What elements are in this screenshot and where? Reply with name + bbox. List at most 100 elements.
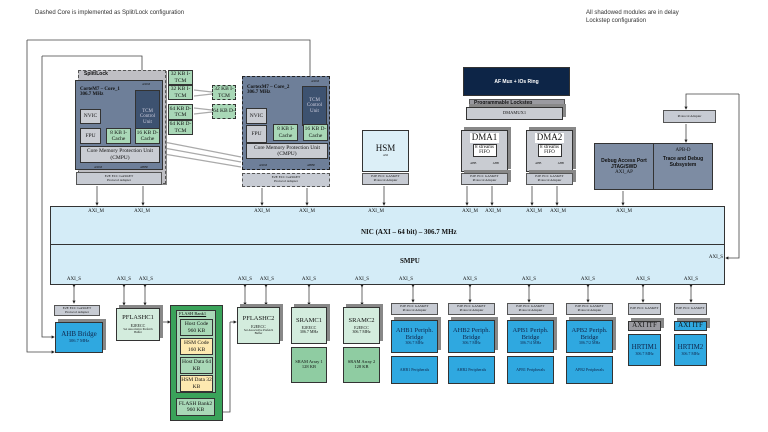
axi-m-port-label: AXI_M [254, 209, 270, 214]
core1-dcache: 16 KB D-Cache [135, 128, 160, 144]
axi-m-port-label: AXI_M [299, 209, 315, 214]
axi-m-port-label: AXI_M [88, 209, 104, 214]
dma2-title: DMA2 [534, 132, 565, 143]
core2-axim: AXIM [259, 163, 267, 167]
axi-m-port-label: AXI_M [462, 209, 478, 214]
smpu-label: SMPU [400, 257, 420, 265]
flash-host-code: Host Code 960 KB [180, 319, 213, 336]
sram-array-1: SRAM Array 1 128 KB [291, 347, 327, 383]
dmamux1: DMAMUX1 [466, 107, 563, 120]
flash-hsm-code: HSM Code 160 KB [180, 338, 213, 355]
dtcm-2: 64 KB D-TCM [168, 120, 193, 135]
note-lockstep: All shadowed modules are in delay Lockst… [586, 10, 679, 24]
core1-icache: 8 KB I-Cache [106, 128, 131, 144]
flash-hsm-data: HSM Data 32 KB [180, 375, 213, 392]
axi-s-port-label: AXI_S [635, 277, 651, 282]
axi-s-port-label: AXI_S [683, 277, 699, 282]
af-mux-ios-ring: AF Mux + IOs Ring [463, 67, 570, 96]
axi-m-port-label: AXI_M [368, 209, 384, 214]
core2-tcm-unit: TCM Control Unit [302, 86, 327, 126]
dma1-fifo: 8 streams FIFO [472, 143, 497, 157]
axi-itf: AXI ITF [674, 321, 707, 331]
itcm-2: 32 KB I-TCM [168, 85, 193, 100]
dma1-title: DMA1 [469, 132, 500, 143]
core2-nvic: NVIC [246, 108, 267, 124]
peripherals-box: APB1 Peripherals [507, 356, 554, 384]
axi-m-port-label: AXI_M [134, 209, 150, 214]
axi-s-port-label: AXI_S [301, 277, 317, 282]
debug-protocol-adapter: Protocol Adapter [663, 110, 716, 123]
core2-ahbp: AHBP [307, 163, 316, 167]
axi-s-port-label: AXI_S [259, 277, 275, 282]
axi-m-port-label: AXI_M [485, 209, 501, 214]
flash-host-data: Host Data 64 KB [180, 357, 213, 374]
sram-array-2: SRAM Array 2 128 KB [343, 347, 380, 383]
core2-cmpu: Core Memory Protection Unit (CMPU) [246, 143, 328, 159]
peripherals-box: AHB1 Peripherals [391, 356, 438, 384]
axi-m-port-label: AXI_M [526, 209, 542, 214]
axi-s-port-label: AXI_S [66, 277, 82, 282]
axi-itf: AXI ITF [628, 321, 661, 331]
hrtim-gasket: E2E ECC GASKET [628, 303, 661, 315]
split-lock-label: Split/Lock [84, 71, 108, 77]
peripherals-box: APB2 Peripherals [566, 356, 613, 384]
core2-dcache: 16 KB D-Cache [303, 124, 328, 141]
axi-s-port-label: AXI_S [237, 277, 253, 282]
flash-memory: FLASH Bank1 Host Code 960 KB HSM Code 16… [170, 305, 223, 421]
axi-s-port-label: AXI_S [708, 255, 724, 260]
dtcm-1: 64 KB D-TCM [168, 104, 193, 120]
core1-cmpu: Core Memory Protection Unit (CMPU) [80, 146, 160, 163]
core2-fpu: FPU [246, 125, 267, 143]
axi-m-port-label: AXI_M [550, 209, 566, 214]
axi-s-port-label: AXI_S [521, 277, 537, 282]
itcm-1: 32 KB I-TCM [168, 70, 193, 85]
axi-m-port-label: AXI_M [616, 209, 632, 214]
nic-interconnect: NIC (AXI – 64 bit) – 306.7 MHz SMPU [50, 206, 725, 285]
dma2-fifo: 8 streams FIFO [537, 143, 562, 157]
dtcm-dashed: 64 KB D- [212, 104, 236, 119]
axi-s-port-label: AXI_S [354, 277, 370, 282]
core1-ahbp: AHBP [140, 165, 149, 169]
axi-s-port-label: AXI_S [462, 277, 478, 282]
note-split-lock: Dashed Core is implemented as Split/Lock… [35, 10, 185, 16]
core1-axim-top: AXIM [142, 82, 150, 86]
hrtim-gasket: E2E ECC GASKET [674, 303, 707, 315]
core1-fpu: FPU [80, 128, 101, 144]
core2-icache: 8 KB I-Cache [273, 124, 298, 141]
core1-nvic: NVIC [80, 109, 101, 124]
axi-s-port-label: AXI_S [398, 277, 414, 282]
itcm-dashed: 32 KB I-TCM [212, 85, 236, 100]
flash-bank1-label: FLASH Bank1 [179, 311, 207, 316]
axi-s-port-label: AXI_S [580, 277, 596, 282]
